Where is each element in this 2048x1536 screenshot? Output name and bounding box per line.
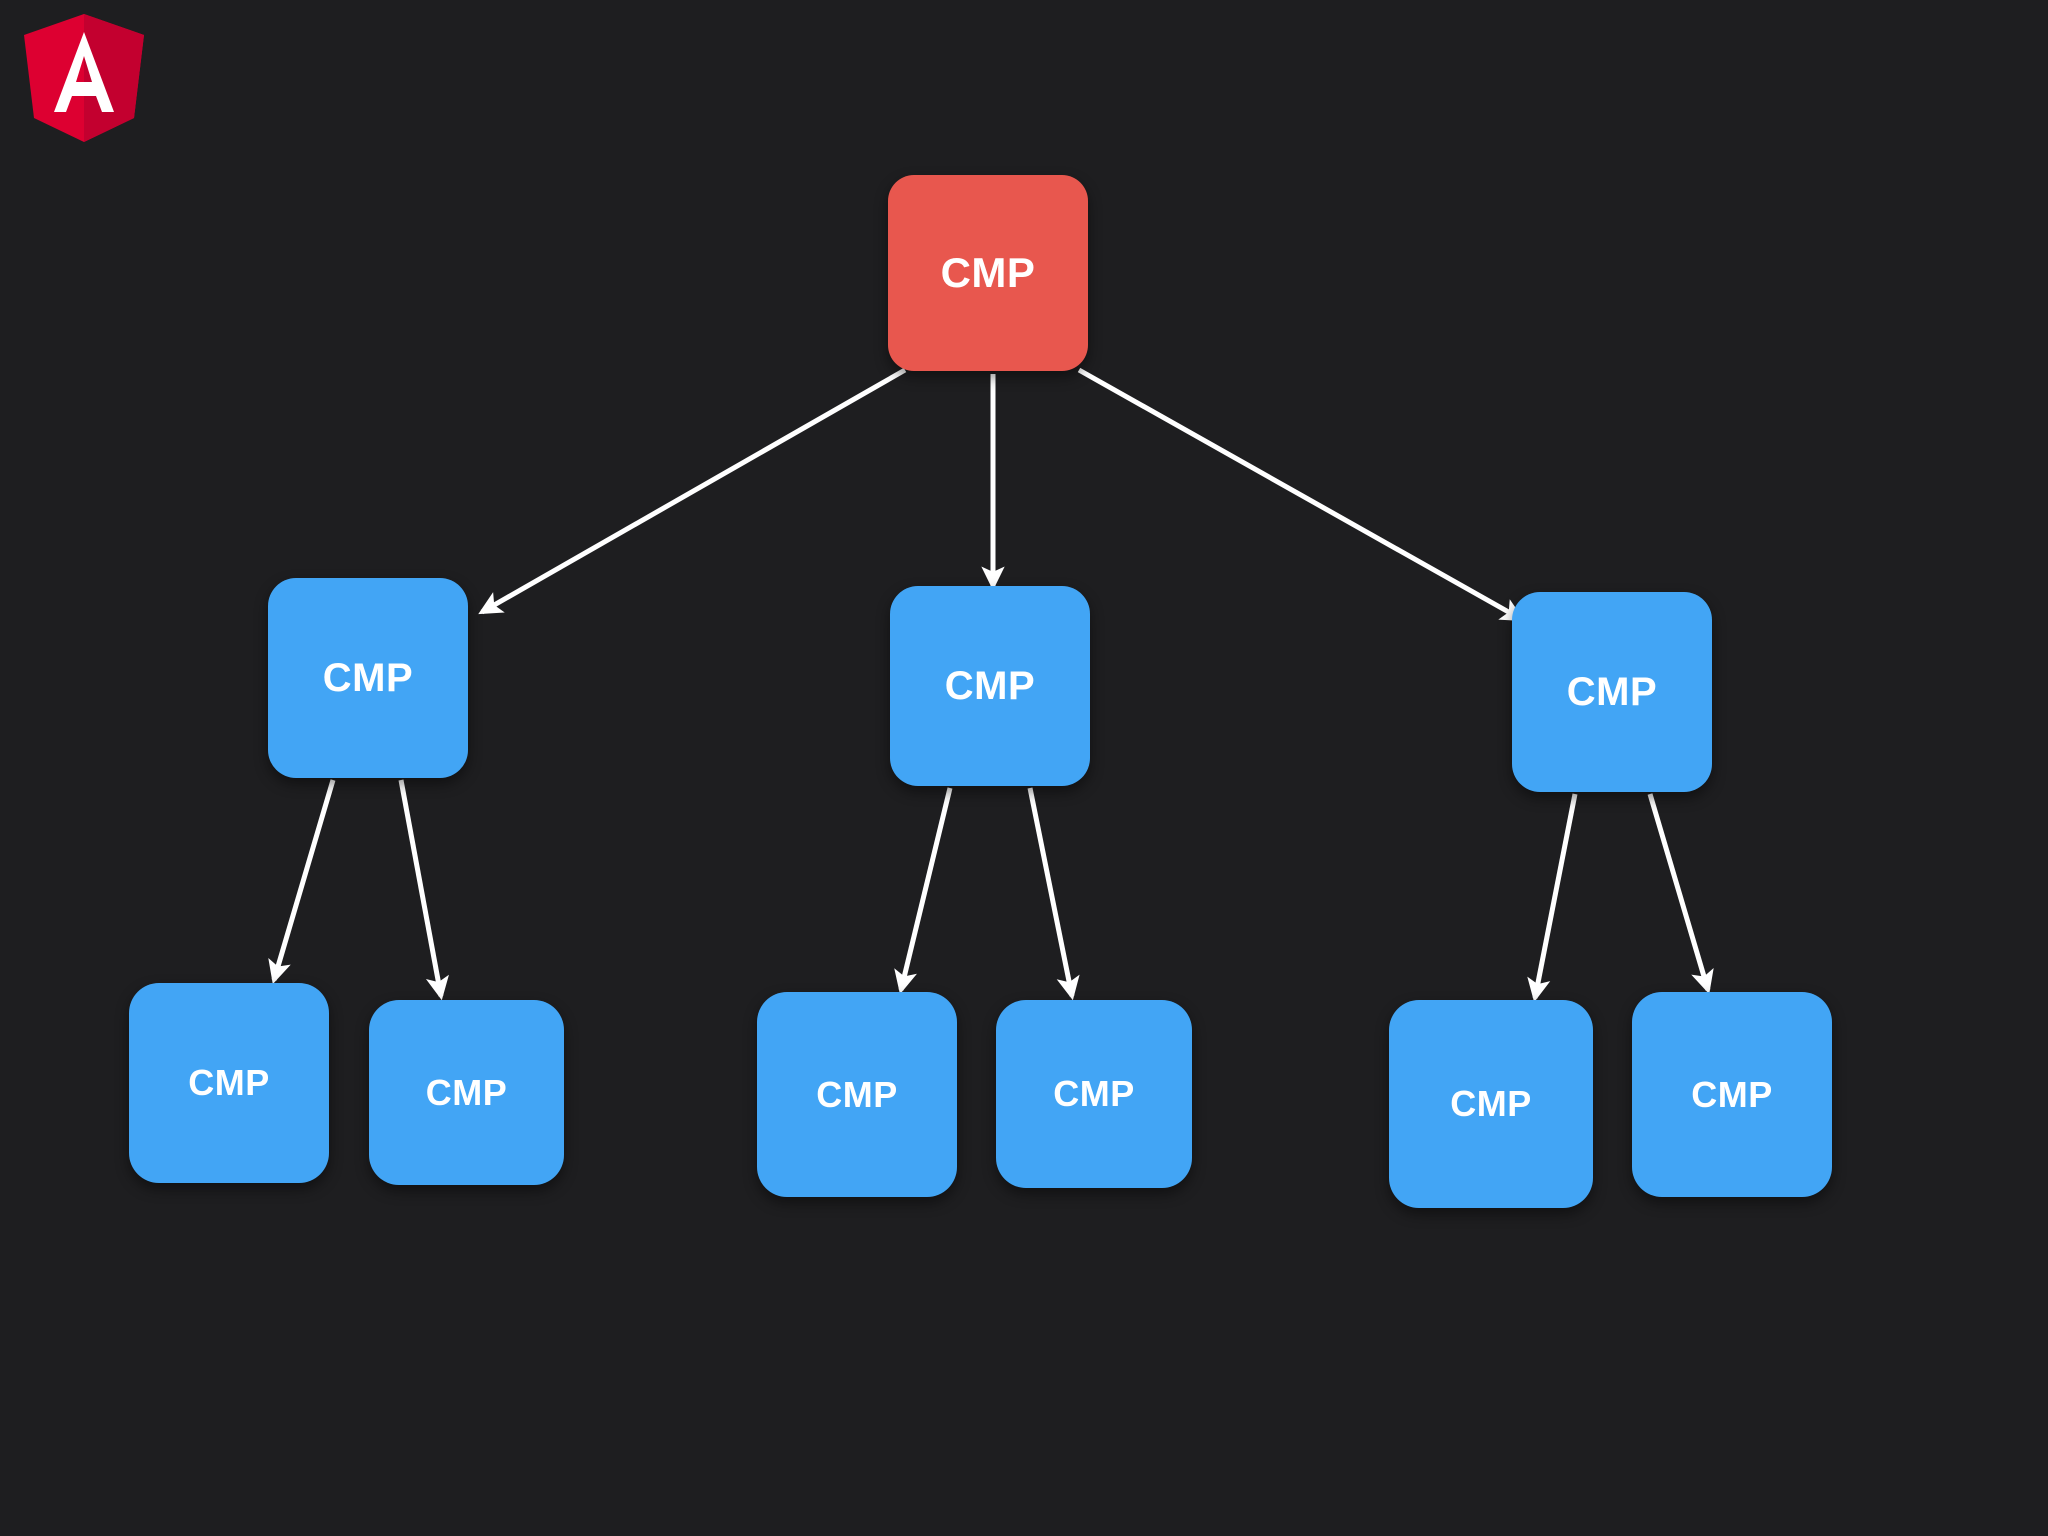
angular-letter-a [54,32,114,112]
component-node-label: CMP [816,1073,898,1115]
component-node-l3[interactable]: CMP [757,992,957,1197]
component-node-b3[interactable]: CMP [1512,592,1712,792]
angular-logo [16,12,152,144]
component-node-label: CMP [1053,1073,1135,1114]
component-node-label: CMP [1691,1073,1773,1115]
component-node-label: CMP [188,1062,270,1103]
component-node-l4[interactable]: CMP [996,1000,1192,1188]
component-node-l2[interactable]: CMP [369,1000,564,1185]
edge-b1-to-l1 [268,779,336,985]
component-node-l1[interactable]: CMP [129,983,329,1183]
component-node-root[interactable]: CMP [888,175,1088,371]
component-node-label: CMP [1566,670,1658,714]
component-node-b2[interactable]: CMP [890,586,1090,786]
angular-shield-icon [24,14,144,142]
component-node-l6[interactable]: CMP [1632,992,1832,1197]
edge-b1-to-l2 [398,779,449,1001]
edge-b3-to-l5 [1527,793,1578,1003]
edge-b2-to-l4 [1027,787,1080,1001]
component-node-label: CMP [425,1071,508,1113]
edge-b3-to-l6 [1647,793,1714,995]
angular-shield-shade [84,14,144,142]
component-node-l5[interactable]: CMP [1389,1000,1593,1208]
component-node-label: CMP [940,249,1036,296]
edge-root-to-b1 [478,367,907,615]
edge-root-to-b3 [1077,367,1525,622]
component-node-label: CMP [1450,1083,1532,1124]
component-node-label: CMP [322,656,414,700]
edge-b2-to-l3 [894,787,953,995]
component-node-b1[interactable]: CMP [268,578,468,778]
component-node-label: CMP [944,664,1036,708]
